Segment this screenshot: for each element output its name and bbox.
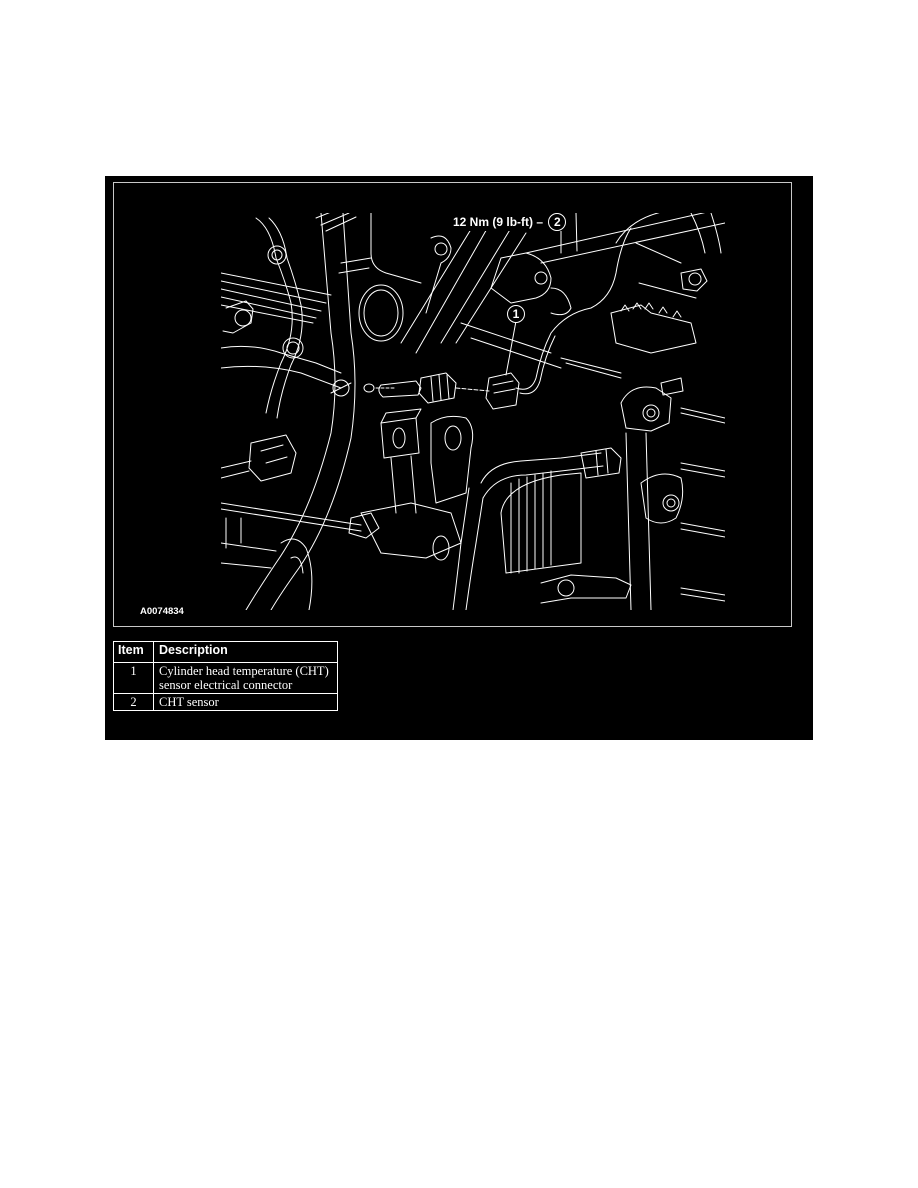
legend-item-description: CHT sensor [153,693,338,711]
engine-illustration: 1 [221,213,725,610]
header-description: Description [153,641,338,663]
torque-label: 12 Nm (9 lb-ft) [453,215,534,229]
callout-2: 2 [548,213,567,231]
legend-header-row: Item Description [113,641,338,663]
legend-item-number: 2 [113,693,154,711]
figure-id: A0074834 [140,606,184,617]
legend-item-number: 1 [113,662,154,694]
illustration-frame: 1 12 Nm (9 lb-ft) – 2 A0074834 [113,182,792,627]
legend-item-description: Cylinder head temperature (CHT) sensor e… [153,662,338,694]
leader-dash: – [536,215,544,229]
callout-1: 1 [507,305,525,323]
figure-panel: 1 12 Nm (9 lb-ft) – 2 A0074834 Item Desc… [105,176,813,740]
legend-row: 2 CHT sensor [113,693,338,711]
header-item: Item [113,641,154,663]
legend-table: Item Description 1 Cylinder head tempera… [113,641,338,711]
torque-callout: 12 Nm (9 lb-ft) – 2 [451,213,569,231]
legend-row: 1 Cylinder head temperature (CHT) sensor… [113,662,338,694]
